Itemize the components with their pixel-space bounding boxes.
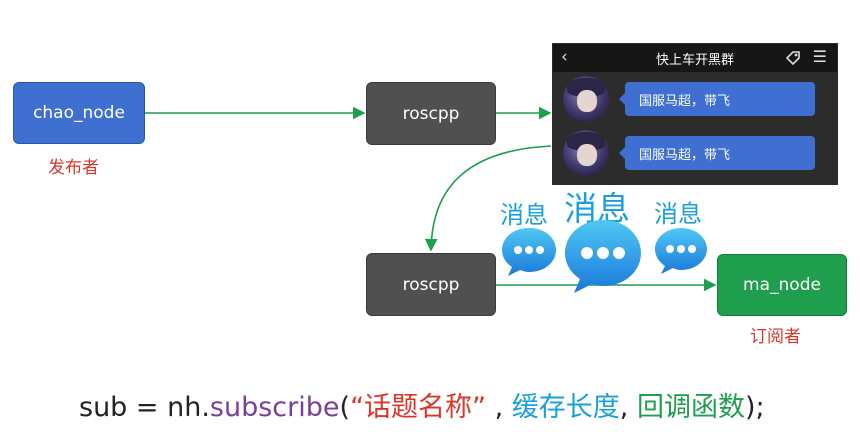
subscriber-node-label: ma_node (743, 275, 821, 295)
chat-body: 国服马超，带飞 国服马超，带飞 (553, 72, 837, 185)
roscpp-top-node: roscpp (366, 82, 496, 145)
subscribe-code-line: sub = nh.subscribe(“话题名称” , 缓存长度, 回调函数); (79, 385, 765, 424)
message-bubble: 国服马超，带飞 (619, 82, 815, 116)
code-close: ); (744, 392, 765, 423)
chat-header: ‹ 快上车开黑群 ☰ (553, 44, 837, 72)
tag-icon (785, 50, 801, 70)
message-bubble-icon (502, 228, 556, 276)
message-label: 消息 (654, 200, 702, 228)
code-separator: , (619, 392, 637, 423)
message-bubble-icon (565, 220, 641, 293)
subscriber-role-label: 订阅者 (750, 327, 801, 347)
avatar (563, 130, 609, 176)
code-arg-topic: “话题名称” (350, 392, 487, 423)
roscpp-bottom-node: roscpp (366, 253, 496, 316)
publisher-node: chao_node (13, 82, 145, 144)
menu-icon: ☰ (812, 47, 827, 66)
chat-message: 国服马超，带飞 (563, 130, 829, 176)
avatar (563, 76, 609, 122)
code-prefix: sub = nh. (79, 392, 210, 423)
message-bubble-icon (655, 228, 707, 274)
chat-message: 国服马超，带飞 (563, 76, 829, 122)
subscriber-node: ma_node (717, 254, 847, 316)
publisher-node-label: chao_node (33, 103, 125, 123)
code-open-paren: ( (339, 392, 351, 423)
message-bubble: 国服马超，带飞 (619, 136, 815, 170)
chat-window: ‹ 快上车开黑群 ☰ 国服马超，带飞 国服马超，带飞 (552, 43, 838, 185)
message-label: 消息 (500, 201, 548, 229)
code-separator: , (486, 392, 512, 423)
roscpp-top-label: roscpp (402, 103, 460, 124)
arrow-chat-to-roscpp (424, 145, 552, 252)
code-arg-callback: 回调函数 (636, 392, 745, 423)
back-arrow-icon: ‹ (561, 47, 568, 67)
publisher-role-label: 发布者 (48, 158, 99, 178)
chat-title: 快上车开黑群 (655, 52, 734, 68)
code-function: subscribe (209, 392, 340, 423)
code-arg-queue: 缓存长度 (511, 392, 620, 423)
roscpp-bottom-label: roscpp (402, 274, 460, 295)
